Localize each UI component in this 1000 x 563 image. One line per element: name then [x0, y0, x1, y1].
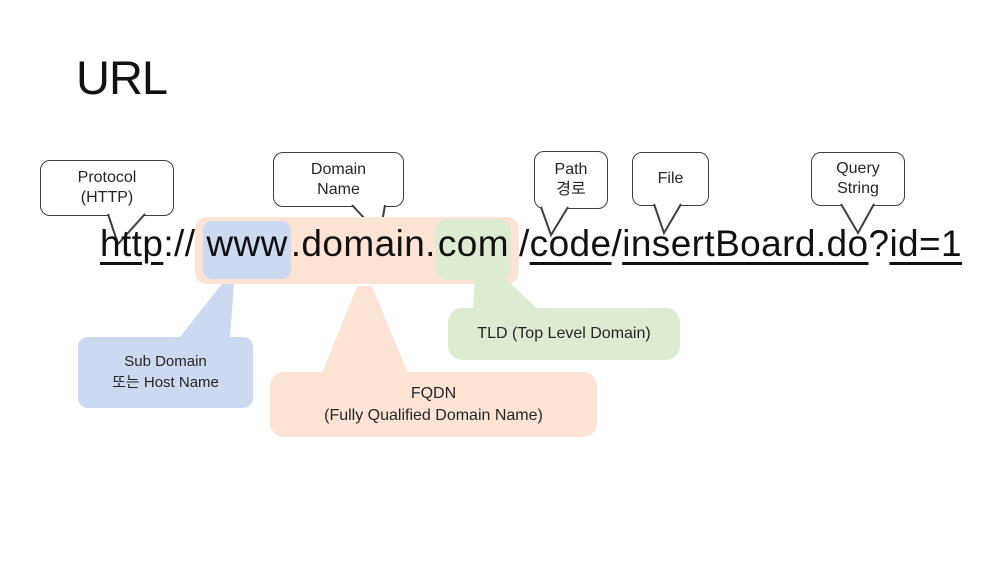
- callout-protocol-line1: Protocol: [77, 169, 137, 187]
- connector-fqdn: [322, 286, 408, 373]
- callout-file-line1: File: [657, 170, 684, 188]
- label-fqdn: FQDN (Fully Qualified Domain Name): [270, 372, 597, 437]
- callout-tail: [653, 203, 682, 236]
- label-tld: TLD (Top Level Domain): [448, 308, 680, 360]
- label-sub-domain-line1: Sub Domain: [124, 353, 207, 371]
- page-title: URL: [76, 51, 168, 104]
- url-segment-path: code: [529, 223, 612, 264]
- url-segment-slash: /: [518, 223, 530, 264]
- url-segment-question-mark: ?: [868, 223, 890, 264]
- callout-path-line1: Path: [554, 161, 588, 179]
- callout-domain-line1: Domain: [310, 160, 367, 178]
- label-fqdn-line2: (Fully Qualified Domain Name): [324, 406, 543, 424]
- url-segment-file: insertBoard.do: [622, 223, 869, 264]
- callout-query-line1: Query: [836, 160, 880, 178]
- url-segment-protocol: http: [100, 223, 164, 264]
- callout-protocol-line2: (HTTP): [80, 189, 134, 206]
- callout-path-line2: 경로: [556, 181, 586, 198]
- callout-tail: [107, 213, 146, 246]
- label-tld-text: TLD (Top Level Domain): [477, 325, 651, 343]
- callout-file: File: [632, 152, 709, 236]
- callout-domain-name: Domain Name: [273, 152, 404, 238]
- callout-query-string: Query String: [811, 152, 905, 236]
- url-segment-scheme-separator: ://: [163, 223, 196, 264]
- label-sub-domain: Sub Domain 또는 Host Name: [78, 337, 253, 408]
- url-segment-query: id=1: [889, 223, 963, 264]
- callout-domain-line2: Name: [317, 180, 360, 198]
- url-segment-subdomain: www: [203, 221, 291, 279]
- url-segment-tld: com: [435, 219, 511, 280]
- callout-tail: [540, 206, 569, 238]
- url-highlight-fqdn: www.domain.com: [195, 217, 519, 284]
- url-segment-slash: /: [611, 223, 623, 264]
- label-fqdn-line1: FQDN: [410, 384, 457, 402]
- callout-tail: [840, 203, 875, 236]
- callout-protocol: Protocol (HTTP): [40, 160, 174, 246]
- label-sub-domain-line2: 또는 Host Name: [112, 373, 219, 391]
- connector-subdomain: [180, 284, 234, 337]
- url-segment-domain: .domain.: [290, 223, 436, 264]
- connector-tld: [472, 280, 538, 309]
- url-text: http://www.domain.com/code/insertBoard.d…: [100, 217, 963, 284]
- callout-path: Path 경로: [534, 151, 608, 238]
- callout-query-line2: String: [837, 180, 879, 197]
